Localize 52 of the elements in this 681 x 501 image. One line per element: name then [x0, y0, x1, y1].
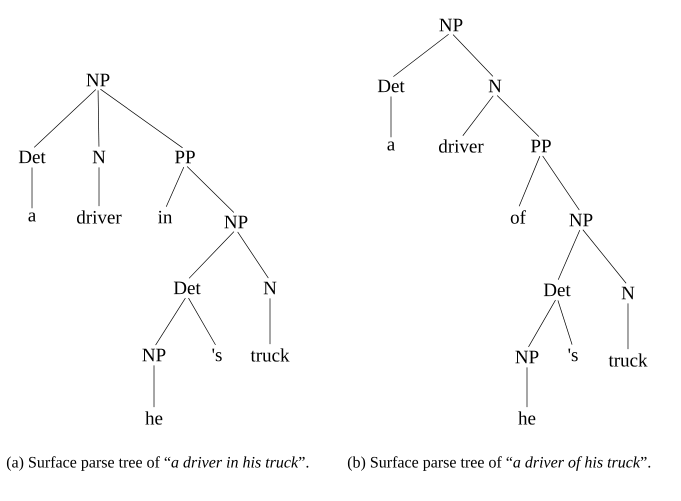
- tree-branch: [186, 166, 234, 213]
- tree-branch: [166, 166, 184, 208]
- tree-node-label: Det: [378, 80, 405, 92]
- tree-branch: [526, 367, 528, 408]
- tree-node-label: a: [28, 212, 36, 222]
- tree-node-label: driver: [439, 139, 484, 153]
- tree-node-label: he: [145, 411, 162, 425]
- tree-branch: [558, 230, 580, 280]
- tree-branch: [542, 156, 580, 210]
- tree-branch: [188, 231, 234, 279]
- tree-node-label: NP: [439, 18, 462, 32]
- tree-branch: [518, 156, 540, 207]
- tree-branch: [390, 96, 392, 138]
- tree-branch: [100, 88, 183, 148]
- tree-node-label: N: [622, 286, 634, 300]
- tree-node-label: NP: [515, 350, 538, 364]
- tree-node-label: Det: [18, 150, 46, 164]
- tree-node-label: truck: [250, 348, 290, 362]
- tree-node-label: 's: [568, 348, 578, 362]
- tree-node-label: PP: [530, 140, 551, 152]
- tree-node-label: of: [510, 210, 526, 224]
- tree-branch: [462, 95, 494, 136]
- tree-branch: [496, 95, 540, 137]
- tree-node-label: in: [158, 210, 172, 224]
- tree-branch: [98, 167, 100, 206]
- tree-branch: [188, 298, 216, 346]
- tree-node-label: NP: [86, 74, 110, 86]
- tree-node-label: N: [92, 150, 106, 164]
- tree-node-label: N: [488, 80, 502, 92]
- tree-node-label: N: [264, 282, 276, 294]
- tree-branch: [155, 298, 186, 346]
- tree-branch: [452, 34, 494, 77]
- tree-node-label: 's: [212, 348, 222, 362]
- tree-branch: [34, 89, 96, 148]
- tree-branch: [237, 232, 269, 278]
- tree-node-label: Det: [174, 282, 201, 294]
- tree-node-label: Det: [544, 284, 571, 296]
- tree-node-label: NP: [569, 214, 592, 226]
- tree-node-label: NP: [224, 216, 248, 228]
- caption: (a) Surface parse tree of “a driver in his truck”.: [6, 456, 308, 471]
- tree-node-label: he: [518, 411, 536, 425]
- tree-branch: [582, 229, 626, 284]
- tree-branch: [528, 300, 556, 348]
- tree-node-label: NP: [142, 348, 166, 362]
- tree-branch: [98, 90, 100, 147]
- tree-node-label: a: [387, 141, 395, 151]
- tree-node-label: PP: [175, 150, 195, 164]
- caption: (b) Surface parse tree of “a driver of his truck”.: [348, 456, 650, 471]
- tree-branch: [558, 300, 572, 345]
- tree-node-label: driver: [77, 210, 122, 224]
- tree-node-label: truck: [608, 353, 648, 367]
- tree-branch: [393, 34, 449, 77]
